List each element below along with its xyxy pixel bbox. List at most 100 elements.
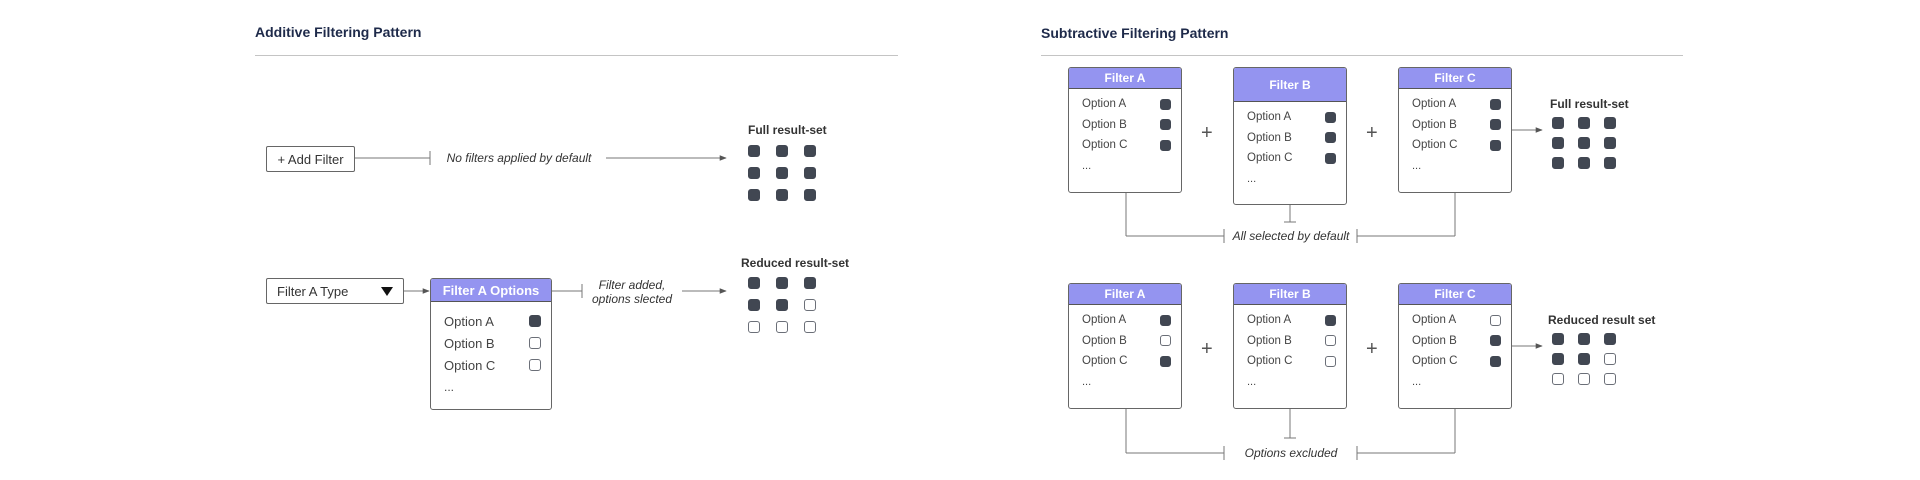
- more-ellipsis: ...: [444, 380, 455, 394]
- more-ellipsis: ...: [1247, 172, 1257, 185]
- panel-header: Filter A: [1069, 284, 1181, 305]
- checkbox[interactable]: [1325, 111, 1336, 123]
- checkbox[interactable]: [1325, 314, 1336, 326]
- option-row[interactable]: Option A: [1234, 310, 1346, 331]
- option-label: Option B: [1082, 118, 1127, 131]
- option-label: Option C: [1082, 355, 1128, 368]
- checkbox[interactable]: [1490, 314, 1501, 326]
- sub-reduced-result-label: Reduced result set: [1548, 313, 1656, 327]
- option-label: Option C: [444, 357, 496, 373]
- result-item-included: [1578, 353, 1590, 365]
- checkbox[interactable]: [1490, 355, 1501, 367]
- result-item-included: [776, 167, 788, 179]
- option-row[interactable]: Option B: [1399, 331, 1511, 352]
- option-row[interactable]: Option A: [1069, 94, 1181, 115]
- checkbox[interactable]: [1160, 335, 1171, 347]
- option-label: Option C: [1082, 139, 1128, 152]
- plus-sign: +: [1366, 122, 1378, 144]
- checkbox[interactable]: [1160, 139, 1171, 151]
- checkbox[interactable]: [529, 315, 541, 327]
- caption-filter-added: Filter added, options slected: [586, 278, 678, 306]
- checkbox[interactable]: [1325, 335, 1336, 347]
- option-row[interactable]: Option C: [1399, 351, 1511, 372]
- result-item-included: [776, 189, 788, 201]
- more-ellipsis: ...: [1082, 375, 1092, 388]
- filter-type-dropdown[interactable]: Filter A Type: [266, 278, 404, 304]
- option-row[interactable]: Option B: [1399, 115, 1511, 136]
- option-row-c[interactable]: Option C: [431, 354, 551, 376]
- option-row[interactable]: Option A: [1399, 94, 1511, 115]
- option-row[interactable]: Option B: [1234, 128, 1346, 149]
- result-item-included: [1552, 137, 1564, 149]
- result-item-included: [748, 277, 760, 289]
- add-filter-button[interactable]: + Add Filter: [266, 146, 355, 172]
- more-ellipsis: ...: [1412, 375, 1422, 388]
- sub-full-result-grid: [1552, 117, 1616, 169]
- option-more: ...: [1069, 372, 1181, 392]
- option-row[interactable]: Option B: [1234, 331, 1346, 352]
- result-item-excluded: [804, 321, 816, 333]
- option-label: Option B: [1082, 334, 1127, 347]
- result-item-excluded: [1604, 353, 1616, 365]
- checkbox[interactable]: [1160, 314, 1171, 326]
- option-row[interactable]: Option A: [1069, 310, 1181, 331]
- result-item-included: [1604, 117, 1616, 129]
- result-item-included: [804, 189, 816, 201]
- option-row[interactable]: Option B: [1069, 115, 1181, 136]
- option-row-b[interactable]: Option B: [431, 332, 551, 354]
- option-row[interactable]: Option C: [1234, 148, 1346, 169]
- panel-header: Filter B: [1234, 284, 1346, 305]
- option-row[interactable]: Option A: [1234, 107, 1346, 128]
- option-label: Option A: [1412, 98, 1457, 111]
- checkbox[interactable]: [1490, 139, 1501, 151]
- result-item-included: [748, 299, 760, 311]
- checkbox[interactable]: [1325, 152, 1336, 164]
- result-item-included: [1578, 117, 1590, 129]
- checkbox[interactable]: [1160, 355, 1171, 367]
- result-item-excluded: [1604, 373, 1616, 385]
- result-item-excluded: [748, 321, 760, 333]
- result-item-excluded: [804, 299, 816, 311]
- checkbox[interactable]: [1490, 98, 1501, 110]
- checkbox[interactable]: [529, 337, 541, 349]
- caption-options-excluded: Options excluded: [1228, 446, 1354, 460]
- option-row[interactable]: Option B: [1069, 331, 1181, 352]
- result-item-included: [1604, 333, 1616, 345]
- checkbox[interactable]: [529, 359, 541, 371]
- checkbox[interactable]: [1325, 355, 1336, 367]
- option-row[interactable]: Option C: [1399, 135, 1511, 156]
- result-item-excluded: [776, 321, 788, 333]
- checkbox[interactable]: [1490, 119, 1501, 131]
- checkbox[interactable]: [1160, 98, 1171, 110]
- checkbox[interactable]: [1490, 335, 1501, 347]
- option-label: Option B: [1247, 131, 1292, 144]
- option-row[interactable]: Option C: [1069, 135, 1181, 156]
- result-item-included: [804, 167, 816, 179]
- bottom-filter-a-panel: Filter A Option A Option B Option C...: [1068, 283, 1182, 409]
- caption-no-filters: No filters applied by default: [436, 151, 602, 165]
- checkbox[interactable]: [1325, 132, 1336, 144]
- result-item-included: [1578, 157, 1590, 169]
- plus-sign: +: [1201, 338, 1213, 360]
- option-label: Option A: [1247, 111, 1292, 124]
- panel-header: Filter A: [1069, 68, 1181, 89]
- result-item-included: [1604, 157, 1616, 169]
- option-row[interactable]: Option C: [1069, 351, 1181, 372]
- result-item-included: [748, 145, 760, 157]
- filter-a-options-panel: Filter A Options Option A Option B Optio…: [430, 278, 552, 410]
- option-label: Option B: [1412, 118, 1457, 131]
- option-row[interactable]: Option C: [1234, 351, 1346, 372]
- subtractive-divider: [1041, 55, 1683, 56]
- option-label: Option B: [444, 335, 495, 351]
- option-label: Option B: [1412, 334, 1457, 347]
- plus-sign: +: [1201, 122, 1213, 144]
- checkbox[interactable]: [1160, 119, 1171, 131]
- option-label: Option C: [1247, 152, 1293, 165]
- option-row[interactable]: Option A: [1399, 310, 1511, 331]
- full-result-grid: [748, 145, 816, 201]
- option-row-a[interactable]: Option A: [431, 310, 551, 332]
